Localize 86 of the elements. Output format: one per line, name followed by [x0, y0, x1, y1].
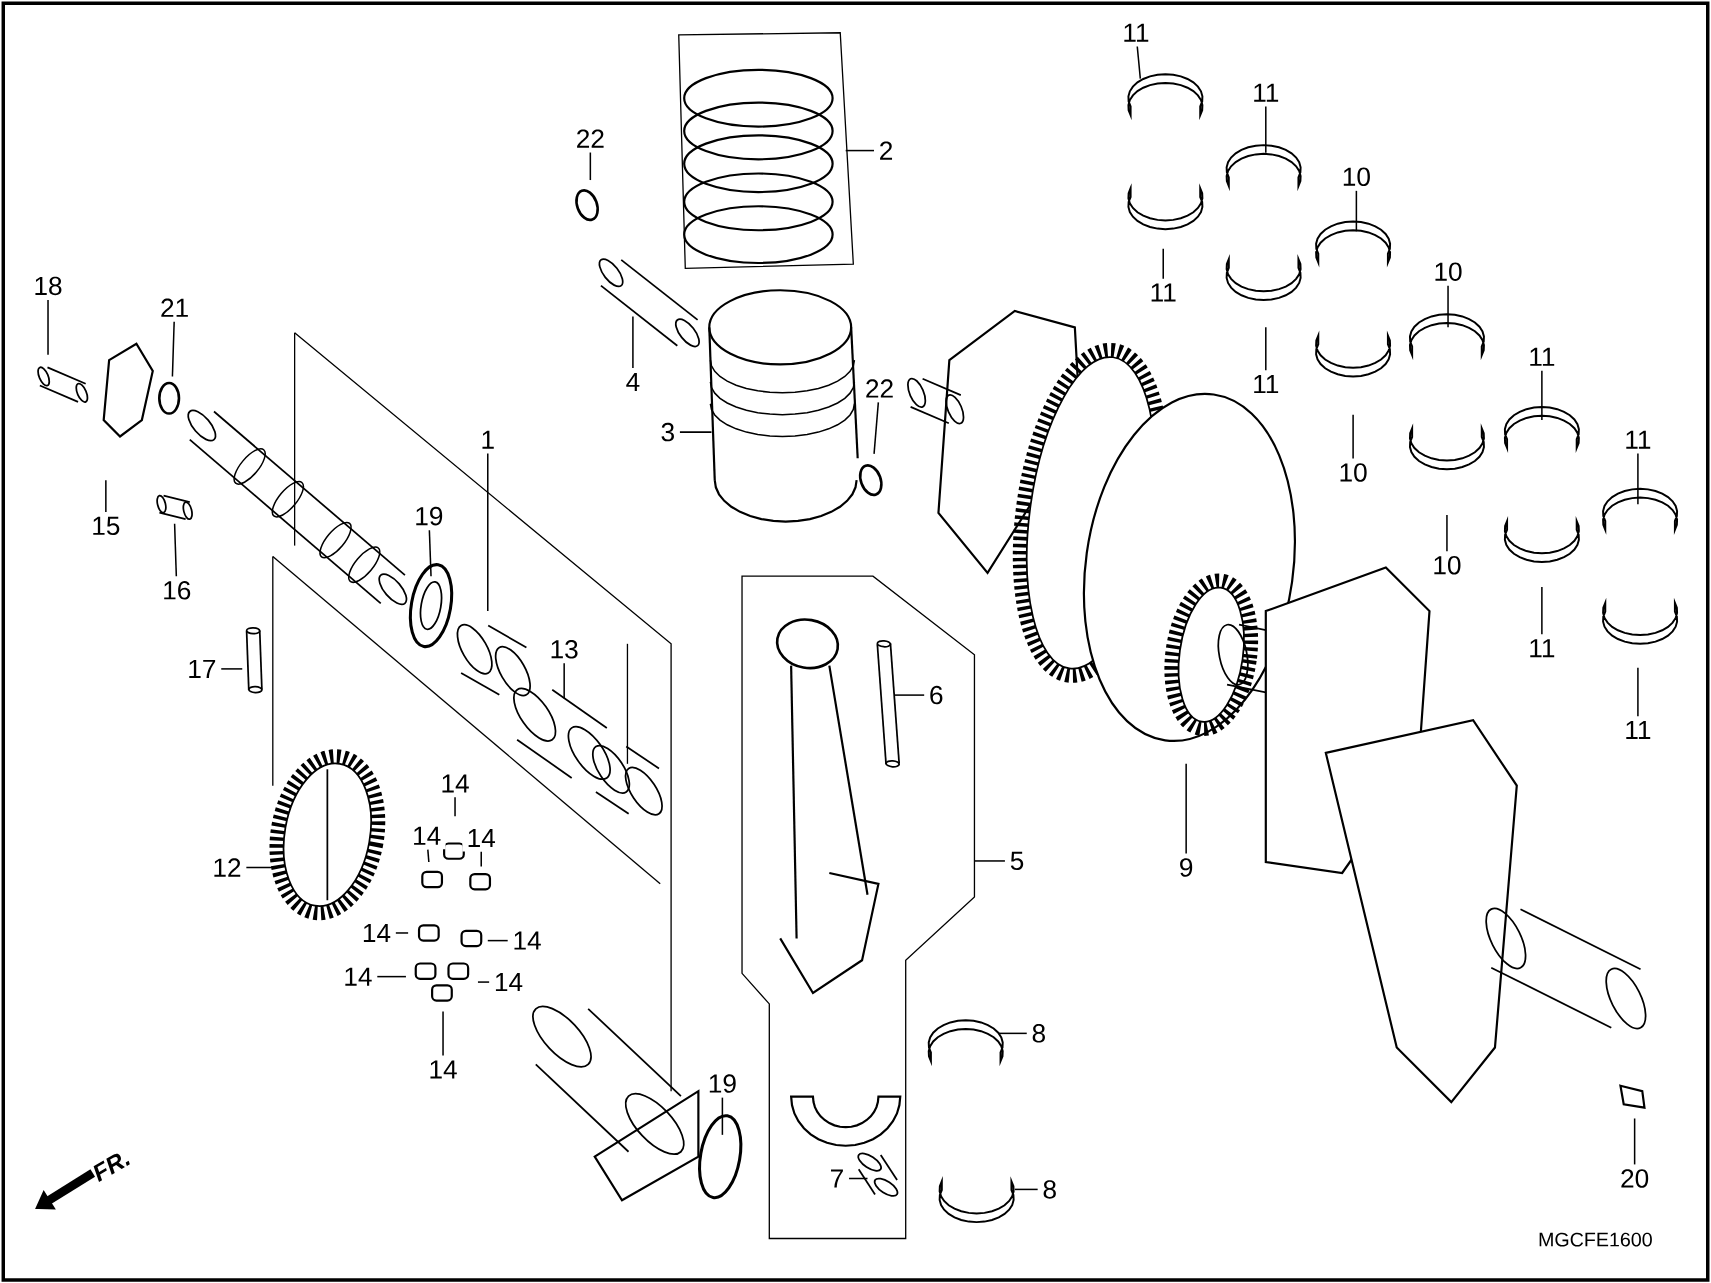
- leader-line: [679, 431, 713, 433]
- callout-number: 16: [157, 576, 196, 604]
- callout-number: 1: [476, 426, 500, 453]
- leader-line: [477, 981, 490, 983]
- leader-line: [1014, 1188, 1039, 1191]
- leader-line: [848, 1177, 869, 1180]
- leader-line: [376, 975, 407, 978]
- callout-number: 14: [489, 968, 528, 996]
- leader-line: [105, 479, 107, 513]
- leader-line: [1447, 284, 1449, 328]
- callout-number: 11: [1247, 79, 1284, 106]
- leader-line: [1265, 326, 1267, 371]
- leader-line: [427, 848, 430, 863]
- callout-number: 14: [339, 963, 377, 990]
- callout-number: 11: [1247, 370, 1284, 398]
- leader-line: [1136, 45, 1142, 80]
- leader-line: [721, 1096, 724, 1136]
- callout-number: 15: [86, 512, 125, 540]
- callout-number: 22: [860, 374, 899, 402]
- leader-line: [1355, 189, 1358, 232]
- callout-number: 9: [1174, 853, 1198, 882]
- callout-number: 10: [1334, 458, 1373, 486]
- callout-number: 7: [825, 1165, 849, 1192]
- leader-line: [487, 452, 489, 612]
- callout-number: 5: [1005, 847, 1029, 875]
- callout-number: 11: [1523, 343, 1560, 371]
- callout-number: 3: [656, 418, 680, 446]
- callout-number: 20: [1615, 1164, 1654, 1192]
- leader-line: [844, 149, 875, 152]
- callout-number: 10: [1337, 163, 1376, 191]
- leader-line: [487, 939, 509, 942]
- callout-number: 10: [1428, 551, 1466, 579]
- leader-line: [1541, 369, 1543, 421]
- callout-number: 10: [1429, 257, 1467, 286]
- callout-number: 22: [571, 124, 610, 152]
- leader-line: [1637, 666, 1639, 717]
- leader-line: [173, 522, 178, 577]
- leader-line: [997, 1032, 1028, 1035]
- leader-line: [1162, 247, 1164, 280]
- direction-label: FR.: [93, 1153, 130, 1182]
- leader-line: [442, 1010, 444, 1057]
- callout-number: 2: [874, 136, 898, 164]
- callout-number: 18: [29, 272, 67, 300]
- leader-line: [454, 796, 456, 817]
- callout-number: 21: [155, 294, 194, 322]
- leader-line: [1446, 514, 1448, 552]
- leader-line: [973, 860, 1006, 862]
- callout-number: 11: [1118, 19, 1154, 46]
- callout-number: 14: [436, 770, 474, 797]
- callout-number: 17: [182, 655, 221, 683]
- leader-line: [632, 315, 634, 369]
- callout-number: 14: [508, 927, 546, 954]
- callout-number: 11: [1619, 716, 1656, 744]
- callout-number: 11: [1145, 278, 1182, 306]
- leader-line: [428, 529, 432, 577]
- callout-number: 14: [357, 919, 396, 947]
- leader-line: [894, 694, 925, 696]
- callout-number: 19: [703, 1069, 742, 1098]
- leader-line: [395, 932, 409, 934]
- leader-line: [171, 320, 175, 378]
- callout-number: 6: [924, 681, 948, 709]
- leader-line: [1352, 413, 1354, 460]
- callout-number: 8: [1027, 1019, 1051, 1047]
- callout-number: 14: [462, 824, 501, 852]
- diagram-code: MGCFE1600: [1539, 1232, 1652, 1247]
- leader-line: [1541, 586, 1543, 635]
- leader-line: [563, 662, 565, 699]
- leader-line: [873, 401, 880, 455]
- callout-number: 14: [407, 822, 446, 850]
- callout-number: 12: [208, 853, 246, 881]
- leader-line: [220, 668, 243, 670]
- callout-number: 11: [1619, 426, 1656, 453]
- callout-number: 8: [1038, 1175, 1062, 1203]
- leader-line: [245, 866, 274, 869]
- callout-number: 13: [545, 635, 584, 663]
- callout-number: 14: [424, 1055, 462, 1083]
- leader-line: [1185, 762, 1187, 855]
- leader-line: [589, 151, 592, 181]
- leader-line: [1265, 105, 1267, 154]
- leader-line: [1637, 452, 1639, 505]
- callout-number: 4: [621, 368, 645, 396]
- callout-number: 19: [409, 502, 448, 530]
- leader-line: [47, 299, 49, 356]
- leader-line: [1633, 1117, 1636, 1166]
- callout-number: 11: [1523, 634, 1560, 662]
- leader-line: [480, 850, 482, 868]
